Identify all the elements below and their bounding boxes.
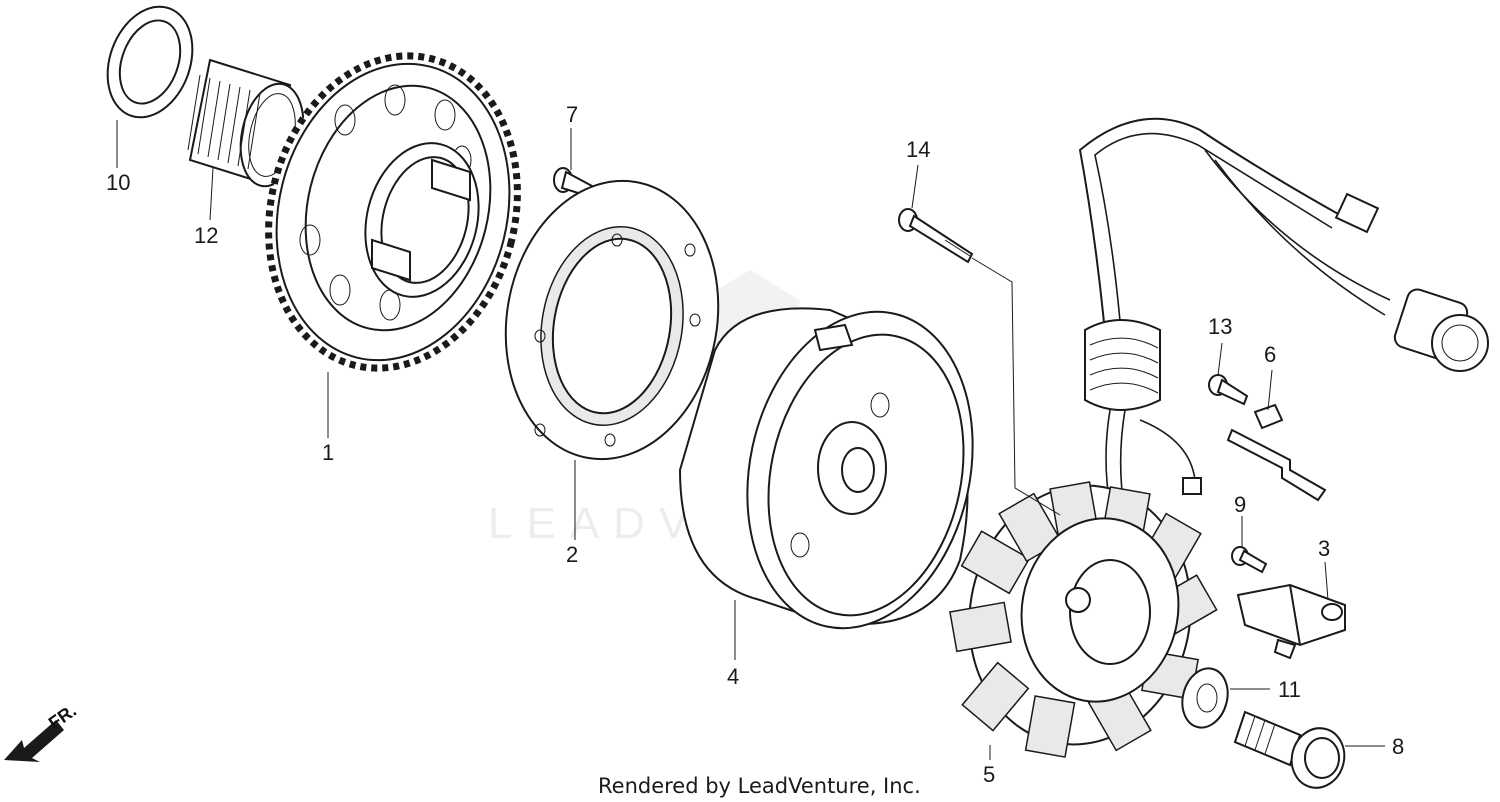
footer-text: Rendered by LeadVenture, Inc. <box>598 774 921 798</box>
callout-8: 8 <box>1392 734 1404 759</box>
front-direction-arrow-icon: FR. <box>4 700 80 762</box>
callout-4: 4 <box>727 664 739 689</box>
bolt-part-13 <box>1208 374 1249 406</box>
stator-part-5 <box>949 481 1218 758</box>
callout-10: 10 <box>106 170 130 195</box>
long-bolt-part-14 <box>898 208 974 264</box>
callout-14: 14 <box>906 137 930 162</box>
screw-part-9 <box>1231 546 1268 574</box>
callout-1: 1 <box>322 440 334 465</box>
pulser-part-3 <box>1236 583 1346 660</box>
callout-7: 7 <box>566 102 578 127</box>
callout-6: 6 <box>1264 342 1276 367</box>
one-way-clutch-part-2 <box>504 179 720 461</box>
needle-bearing-part-12 <box>187 58 305 188</box>
starter-driven-gear-part-1 <box>265 52 521 372</box>
callout-2: 2 <box>566 542 578 567</box>
callout-12: 12 <box>194 223 218 248</box>
washer-part-10 <box>106 5 194 119</box>
clamp-plate-part-6 <box>1226 403 1327 502</box>
callout-5: 5 <box>983 762 995 787</box>
washer-part-11 <box>1181 667 1229 729</box>
leader-lines <box>116 120 1385 760</box>
callout-labels: 10 12 1 7 2 4 14 5 13 6 9 3 11 8 <box>106 102 1404 787</box>
wire-harness <box>1078 117 1489 531</box>
callout-13: 13 <box>1208 314 1232 339</box>
callout-3: 3 <box>1318 536 1330 561</box>
flywheel-rotor-part-4 <box>678 307 974 630</box>
callout-9: 9 <box>1234 492 1246 517</box>
callout-11: 11 <box>1278 677 1301 702</box>
flange-bolt-part-8 <box>1233 710 1346 789</box>
